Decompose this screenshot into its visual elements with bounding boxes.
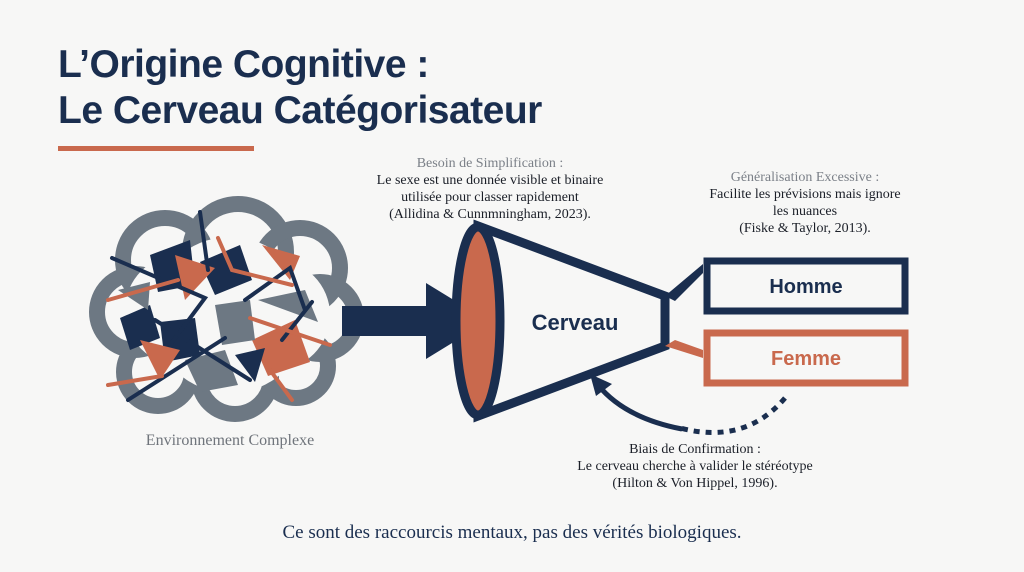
- title-underline: [58, 146, 254, 151]
- simplification-line-2: utilisée pour classer rapidement: [401, 190, 579, 205]
- femme-box: Femme: [703, 329, 909, 387]
- confirmation-feedback-arrow: [590, 374, 787, 435]
- simplification-note: Besoin de Simplification : Le sexe est u…: [330, 155, 650, 223]
- simplification-heading: Besoin de Simplification :: [416, 156, 564, 171]
- confirmation-line-2: (Hilton & Von Hippel, 1996).: [612, 476, 778, 491]
- femme-label: Femme: [771, 348, 841, 370]
- confirmation-note: Biais de Confirmation : Le cerveau cherc…: [530, 441, 860, 492]
- homme-label: Homme: [769, 276, 842, 298]
- complex-environment-cloud: [89, 196, 364, 422]
- generalisation-line-2: les nuances: [772, 204, 838, 219]
- footer-note: Ce sont des raccourcis mentaux, pas des …: [282, 522, 742, 543]
- page-title: L’Origine Cognitive : Le Cerveau Catégor…: [58, 42, 542, 134]
- simplification-line-3: (Allidina & Cunnmningham, 2023).: [389, 207, 591, 222]
- input-arrow: [342, 283, 488, 359]
- confirmation-heading: Biais de Confirmation :: [629, 442, 761, 457]
- generalisation-line-1: Facilite les prévisions mais ignore: [709, 187, 901, 202]
- generalisation-note: Généralisation Excessive : Facilite les …: [665, 169, 945, 237]
- title-line-1: L’Origine Cognitive :: [58, 43, 429, 86]
- brain-label: Cerveau: [532, 310, 619, 335]
- generalisation-heading: Généralisation Excessive :: [730, 170, 880, 185]
- confirmation-line-1: Le cerveau cherche à valider le stéréoty…: [577, 459, 813, 474]
- title-line-2: Le Cerveau Catégorisateur: [58, 89, 542, 132]
- homme-box: Homme: [703, 257, 909, 315]
- brain-funnel: Cerveau: [451, 219, 703, 423]
- simplification-line-1: Le sexe est une donnée visible et binair…: [376, 173, 604, 188]
- generalisation-line-3: (Fiske & Taylor, 2013).: [739, 221, 871, 236]
- environment-label: Environnement Complexe: [145, 432, 315, 449]
